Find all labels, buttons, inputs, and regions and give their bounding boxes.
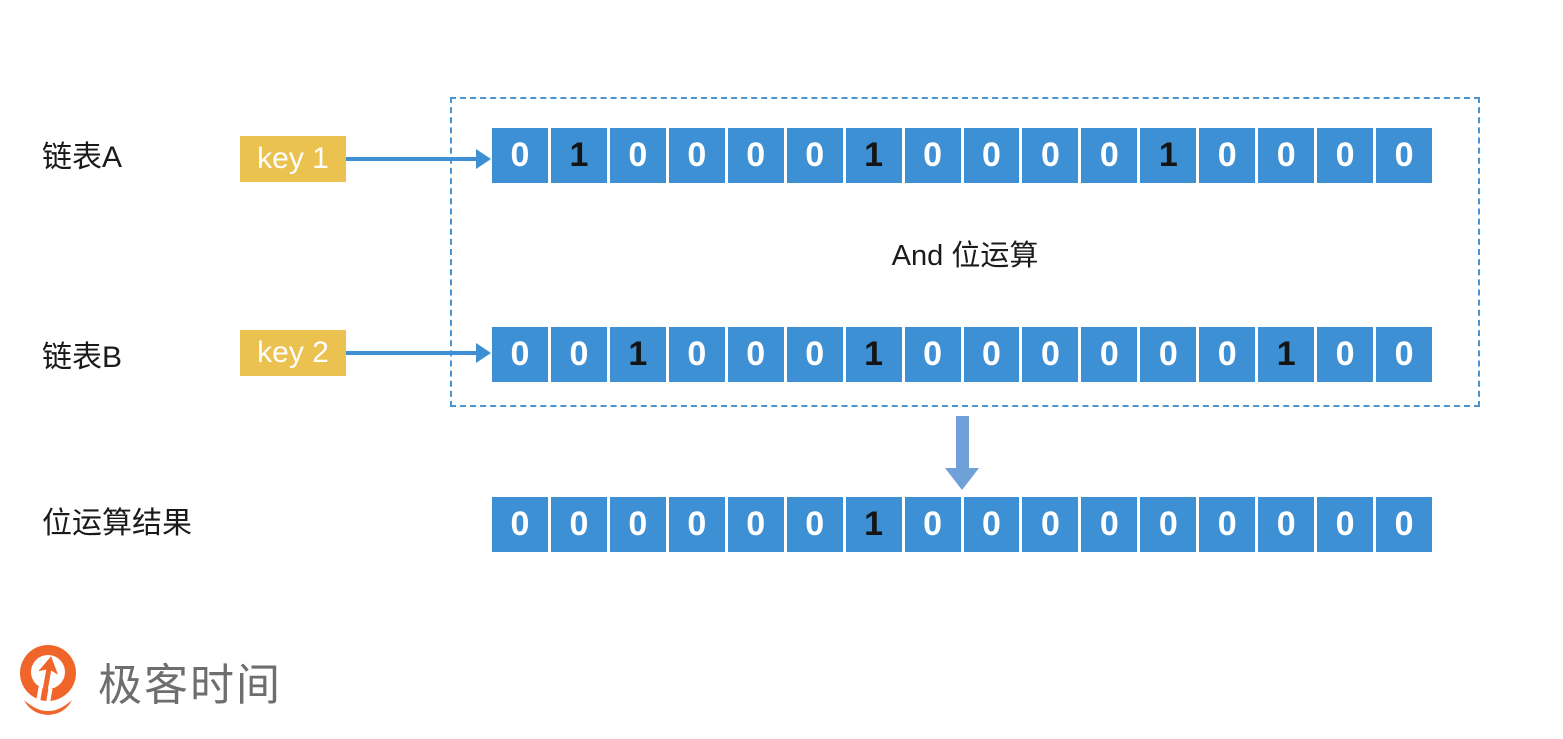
key-1-label: key 1 (257, 142, 329, 175)
bit-cell: 0 (1140, 327, 1197, 382)
bit-cell: 0 (1140, 497, 1197, 552)
arrow-head-icon (476, 343, 491, 363)
bit-cell: 0 (550, 497, 607, 552)
bit-cell: 0 (1317, 327, 1374, 382)
bit-cell: 0 (1317, 497, 1374, 552)
row-a-label: 链表A (42, 141, 123, 174)
bit-cell: 0 (1081, 497, 1138, 552)
bit-cell: 1 (845, 128, 902, 183)
bit-cell: 0 (786, 327, 843, 382)
bit-cell: 0 (1258, 497, 1315, 552)
geektime-logo: 极客时间 (16, 644, 282, 718)
down-arrow-tip (945, 468, 979, 490)
key-2-box: key 2 (240, 330, 346, 376)
bit-cell: 1 (1258, 327, 1315, 382)
bit-cell: 0 (609, 128, 666, 183)
bit-cell: 0 (668, 327, 725, 382)
bit-cell: 0 (727, 327, 784, 382)
down-arrow-shaft (956, 416, 969, 469)
result-label: 位运算结果 (42, 507, 192, 540)
bit-cell: 0 (492, 497, 548, 552)
bit-cell: 0 (1081, 128, 1138, 183)
geektime-pin-icon (20, 645, 76, 715)
bit-cell: 1 (550, 128, 607, 183)
bit-cell: 0 (904, 497, 961, 552)
key-1-arrow (346, 149, 492, 169)
bit-cell: 0 (1376, 128, 1432, 183)
key-2-arrow (346, 343, 492, 363)
bit-cell: 0 (786, 128, 843, 183)
bit-cell: 0 (1376, 497, 1432, 552)
bit-cell: 0 (727, 128, 784, 183)
logo-text: 极客时间 (98, 661, 282, 710)
down-arrow-icon (940, 416, 984, 490)
key-2-label: key 2 (257, 336, 329, 369)
bit-cell: 0 (668, 128, 725, 183)
bit-cell: 0 (727, 497, 784, 552)
bit-cell: 0 (963, 497, 1020, 552)
bit-cell: 1 (609, 327, 666, 382)
bit-cell: 0 (1199, 497, 1256, 552)
bit-cell: 0 (1199, 327, 1256, 382)
arrow-line (346, 157, 478, 161)
bit-cell: 0 (1199, 128, 1256, 183)
bit-cell: 0 (963, 327, 1020, 382)
operation-label: And 位运算 (891, 240, 1039, 272)
bit-cell: 0 (609, 497, 666, 552)
bit-cell: 0 (1317, 128, 1374, 183)
bit-cell: 0 (1022, 327, 1079, 382)
key-1-box: key 1 (240, 136, 346, 182)
bit-cell: 1 (845, 327, 902, 382)
bit-cell: 0 (1376, 327, 1432, 382)
bit-cell: 0 (668, 497, 725, 552)
row-b-label: 链表B (42, 341, 123, 374)
arrow-head-icon (476, 149, 491, 169)
arrow-line (346, 351, 478, 355)
bit-cell: 0 (492, 128, 548, 183)
bit-cell: 0 (904, 128, 961, 183)
operation-group-box (450, 97, 1480, 407)
bit-cell: 0 (492, 327, 548, 382)
bit-cell: 1 (845, 497, 902, 552)
bit-cell: 1 (1140, 128, 1197, 183)
bit-cell: 0 (1258, 128, 1315, 183)
bit-cell: 0 (1022, 128, 1079, 183)
bit-cell: 0 (904, 327, 961, 382)
bit-cell: 0 (786, 497, 843, 552)
bit-cell: 0 (550, 327, 607, 382)
bit-cell: 0 (1081, 327, 1138, 382)
bit-cell: 0 (963, 128, 1020, 183)
bit-cell: 0 (1022, 497, 1079, 552)
